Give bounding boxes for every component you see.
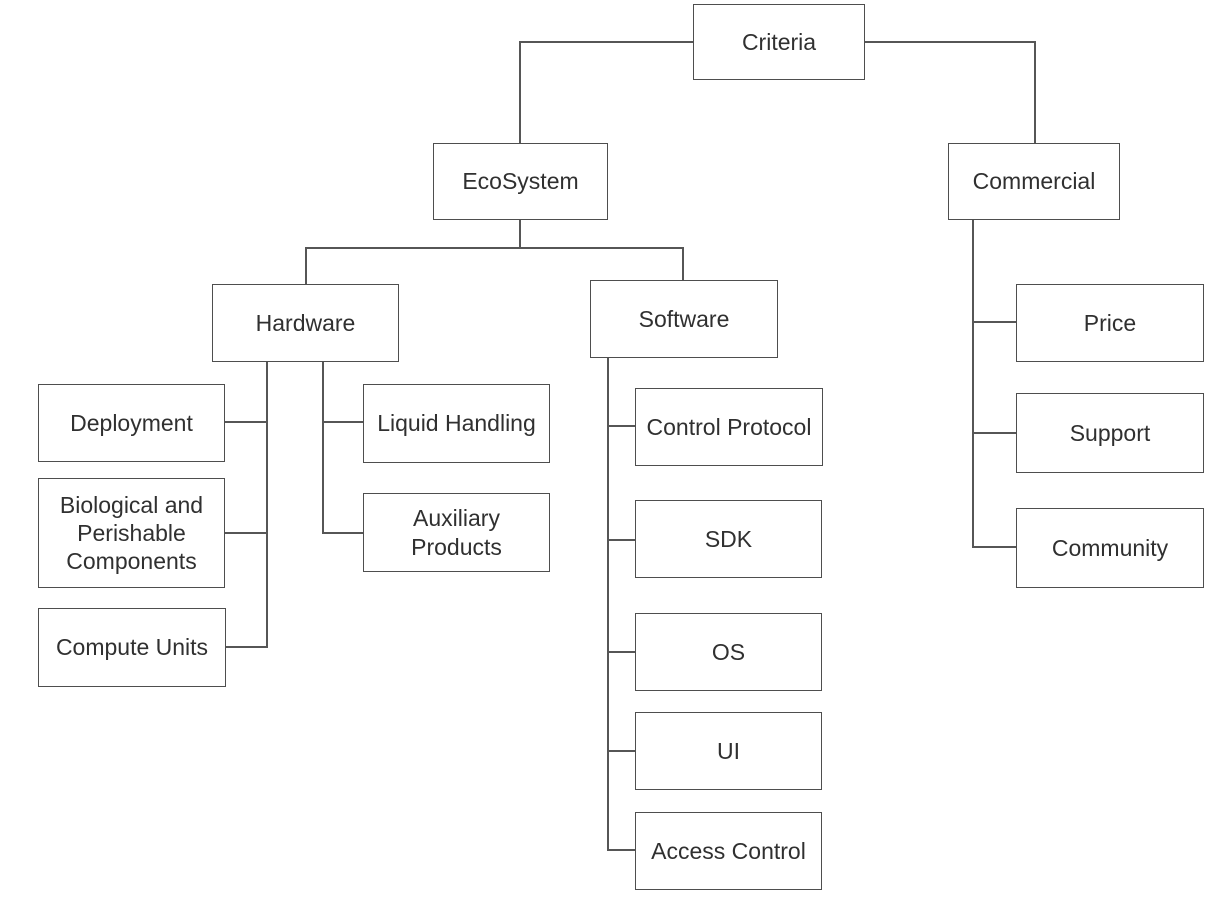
connector-hardware-left-branch	[266, 362, 268, 648]
connector-stub-control-protocol	[607, 425, 635, 427]
connector-ecosystem-stem	[519, 220, 521, 248]
node-ui: UI	[635, 712, 822, 790]
node-hardware: Hardware	[212, 284, 399, 362]
connector-software-branch	[607, 358, 609, 851]
connector-criteria-left	[520, 41, 693, 43]
connector-stub-price	[972, 321, 1016, 323]
node-access-control: Access Control	[635, 812, 822, 890]
connector-criteria-right	[865, 41, 1036, 43]
node-liquid-handling: Liquid Handling	[363, 384, 550, 463]
connector-stub-community	[972, 546, 1016, 548]
connector-stub-sdk	[607, 539, 635, 541]
node-deployment: Deployment	[38, 384, 225, 462]
connector-stub-liquid-handling	[322, 421, 363, 423]
node-auxiliary-products: Auxiliary Products	[363, 493, 550, 572]
connector-stub-deployment	[225, 421, 268, 423]
connector-ecosystem-children	[305, 247, 684, 249]
node-ecosystem: EcoSystem	[433, 143, 608, 220]
connector-down-software	[682, 247, 684, 281]
node-control-protocol: Control Protocol	[635, 388, 823, 466]
connector-stub-compute-units	[225, 646, 268, 648]
connector-stub-biological	[225, 532, 268, 534]
node-compute-units: Compute Units	[38, 608, 226, 687]
connector-stub-auxiliary-products	[322, 532, 363, 534]
connector-stub-support	[972, 432, 1016, 434]
node-community: Community	[1016, 508, 1204, 588]
node-sdk: SDK	[635, 500, 822, 578]
connector-hardware-right-branch	[322, 362, 324, 534]
connector-stub-access-control	[607, 849, 635, 851]
connector-down-hardware	[305, 247, 307, 285]
node-criteria: Criteria	[693, 4, 865, 80]
node-support: Support	[1016, 393, 1204, 473]
node-price: Price	[1016, 284, 1204, 362]
node-commercial: Commercial	[948, 143, 1120, 220]
connector-stub-ui	[607, 750, 635, 752]
connector-commercial-branch	[972, 220, 974, 548]
node-software: Software	[590, 280, 778, 358]
node-os: OS	[635, 613, 822, 691]
connector-stub-os	[607, 651, 635, 653]
connector-down-commercial	[1034, 41, 1036, 143]
connector-down-ecosystem	[519, 41, 521, 143]
node-biological-perishable-components: Biological and Perishable Components	[38, 478, 225, 588]
